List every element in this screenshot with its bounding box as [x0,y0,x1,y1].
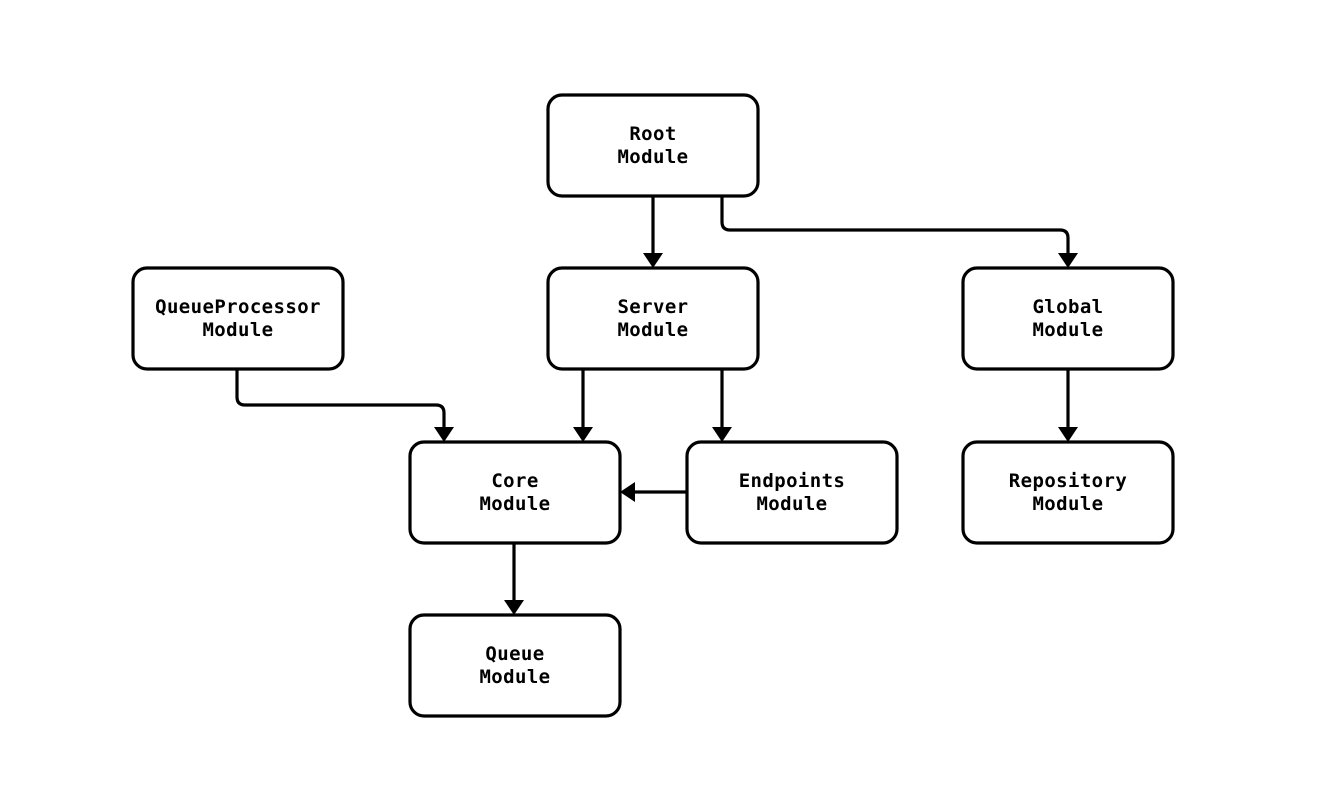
edge-server-to-core [573,369,593,442]
edge-global-to-repository [1058,369,1078,442]
edge-server-to-endpoints [712,369,732,442]
queue-module-node-label-line2: Module [479,666,550,688]
edge-queueprocessor-to-core-arrowhead [434,427,454,442]
core-module-node-label-line2: Module [479,493,550,515]
root-module-node-label-line2: Module [617,146,688,168]
core-module-node-box[interactable] [408,440,622,545]
edge-core-to-queue-arrowhead [504,600,524,615]
global-module-node-label-line2: Module [1032,319,1103,341]
endpoints-module-node-label-line1: Endpoints [739,470,846,492]
global-module-node-label-line1: Global [1032,296,1103,318]
edge-endpoints-to-core-arrowhead [620,482,635,502]
edge-queueprocessor-to-core [235,369,454,442]
edge-core-to-queue [504,543,524,615]
edge-server-to-core-arrowhead [573,427,593,442]
server-module-node-label-line1: Server [617,296,688,318]
queueprocessor-module-node-box[interactable] [131,266,345,371]
root-module-node-box[interactable] [546,93,760,198]
edge-global-to-repository-arrowhead [1058,427,1078,442]
edge-root-to-global [720,196,1078,268]
edge-root-to-global-arrowhead [1058,253,1078,268]
queue-module-node-box[interactable] [408,613,622,718]
server-module-node-label-line2: Module [617,319,688,341]
endpoints-module-node-label-line2: Module [756,493,827,515]
server-module-node-box[interactable] [546,266,760,371]
edge-server-to-endpoints-arrowhead [712,427,732,442]
edge-root-to-server [643,196,663,268]
edges-layer [235,196,1078,615]
endpoints-module-node-box[interactable] [685,440,899,545]
edge-root-to-global-line [720,196,1070,255]
edge-queueprocessor-to-core-line [235,369,446,429]
queueprocessor-module-node-label-line2: Module [202,319,273,341]
core-module-node-label-line1: Core [491,470,538,492]
repository-module-node-box[interactable] [961,440,1175,545]
queueprocessor-module-node-label-line1: QueueProcessor [155,296,321,318]
repository-module-node-label-line1: Repository [1009,470,1127,492]
edge-endpoints-to-core [620,482,687,502]
nodes-layer: RootModuleQueueProcessorModuleServerModu… [131,93,1175,718]
root-module-node-label-line1: Root [629,123,676,145]
repository-module-node-label-line2: Module [1032,493,1103,515]
edge-root-to-server-arrowhead [643,253,663,268]
global-module-node-box[interactable] [961,266,1175,371]
queue-module-node-label-line1: Queue [485,643,544,665]
